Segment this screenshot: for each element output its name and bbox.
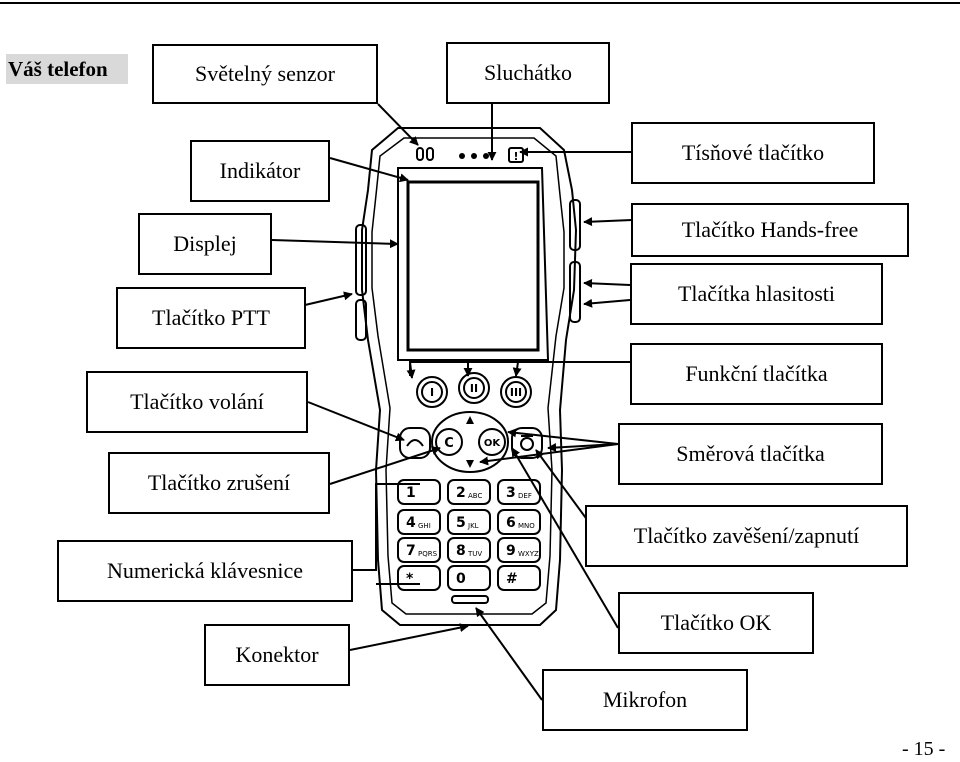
section-title: Váš telefon <box>6 54 128 84</box>
leader-lines <box>271 103 633 701</box>
keypad-key-letters: WXYZ <box>518 550 539 558</box>
keypad-key-digit: 7 <box>406 543 416 559</box>
keypad-key-letters: PQRS <box>418 550 438 558</box>
earpiece-icon <box>459 153 489 159</box>
label-funkcni-tlacitka: Funkční tlačítka <box>630 343 883 405</box>
label-sluchatko: Sluchátko <box>446 42 610 104</box>
label-numericka-klavesnice: Numerická klávesnice <box>57 540 353 602</box>
nav-up-icon <box>466 416 474 424</box>
label-tlacitko-zaveseni: Tlačítko zavěšení/zapnutí <box>585 505 908 567</box>
keypad-key-letters: TUV <box>467 550 482 558</box>
label-konektor: Konektor <box>204 624 350 686</box>
label-tlacitko-ok: Tlačítko OK <box>618 592 814 654</box>
keypad-key-digit: 3 <box>506 485 516 501</box>
page-number: - 15 - <box>902 738 946 760</box>
navigation-cluster <box>431 411 509 473</box>
keypad-key-letters: GHI <box>418 522 431 530</box>
keypad-key: * <box>397 565 441 591</box>
label-tlacitko-zruseni: Tlačítko zrušení <box>108 452 330 514</box>
clear-key: C <box>444 436 454 451</box>
keypad-key-digit: * <box>406 571 414 587</box>
label-svetelny-senzor: Světelný senzor <box>152 44 378 104</box>
keypad-key: # <box>497 565 541 591</box>
keypad-key: 0 <box>447 565 491 591</box>
keypad-key-digit: 2 <box>456 485 466 501</box>
label-tlacitko-volani: Tlačítko volání <box>86 371 308 433</box>
keypad-key-digit: 9 <box>506 543 516 559</box>
top-rule <box>0 2 960 4</box>
svg-text:!: ! <box>513 150 518 163</box>
keypad-key-digit: # <box>506 571 518 587</box>
call-key <box>399 427 431 459</box>
label-smerova-tlacitka: Směrová tlačítka <box>618 423 883 485</box>
label-tlacitko-handsfree: Tlačítko Hands-free <box>631 203 909 257</box>
function-key-2: II <box>470 382 478 395</box>
keypad-key-letters: DEF <box>518 492 532 500</box>
keypad-key-digit: 4 <box>406 515 416 531</box>
ok-key: OK <box>484 438 502 449</box>
keypad-key-digit: 8 <box>456 543 466 559</box>
keypad-key-letters: MNO <box>518 522 535 530</box>
keypad-key-digit: 6 <box>506 515 516 531</box>
keypad-key-digit: 5 <box>456 515 466 531</box>
keypad-key-letters: ABC <box>468 492 482 500</box>
emergency-button-icon: ! <box>508 147 524 163</box>
function-key-3: III <box>510 386 522 399</box>
keypad-key-digit: 0 <box>456 571 466 587</box>
function-keys <box>416 372 532 408</box>
light-sensor-icon <box>416 147 434 161</box>
label-indikator: Indikátor <box>190 140 330 202</box>
keypad-key-digit: 1 <box>406 485 416 501</box>
function-key-1: I <box>430 386 434 399</box>
nav-down-icon <box>466 460 474 468</box>
connector <box>451 595 489 604</box>
label-tlacitka-hlasitosti: Tlačítka hlasitosti <box>630 263 883 325</box>
label-tisnove-tlacitko: Tísňové tlačítko <box>631 122 875 184</box>
keypad-key-letters: JKL <box>467 522 479 530</box>
label-displej: Displej <box>138 213 272 275</box>
keypad-key: 1 <box>397 479 441 505</box>
label-tlacitko-ptt: Tlačítko PTT <box>116 287 306 349</box>
label-mikrofon: Mikrofon <box>542 669 748 731</box>
phone-body <box>355 127 581 626</box>
